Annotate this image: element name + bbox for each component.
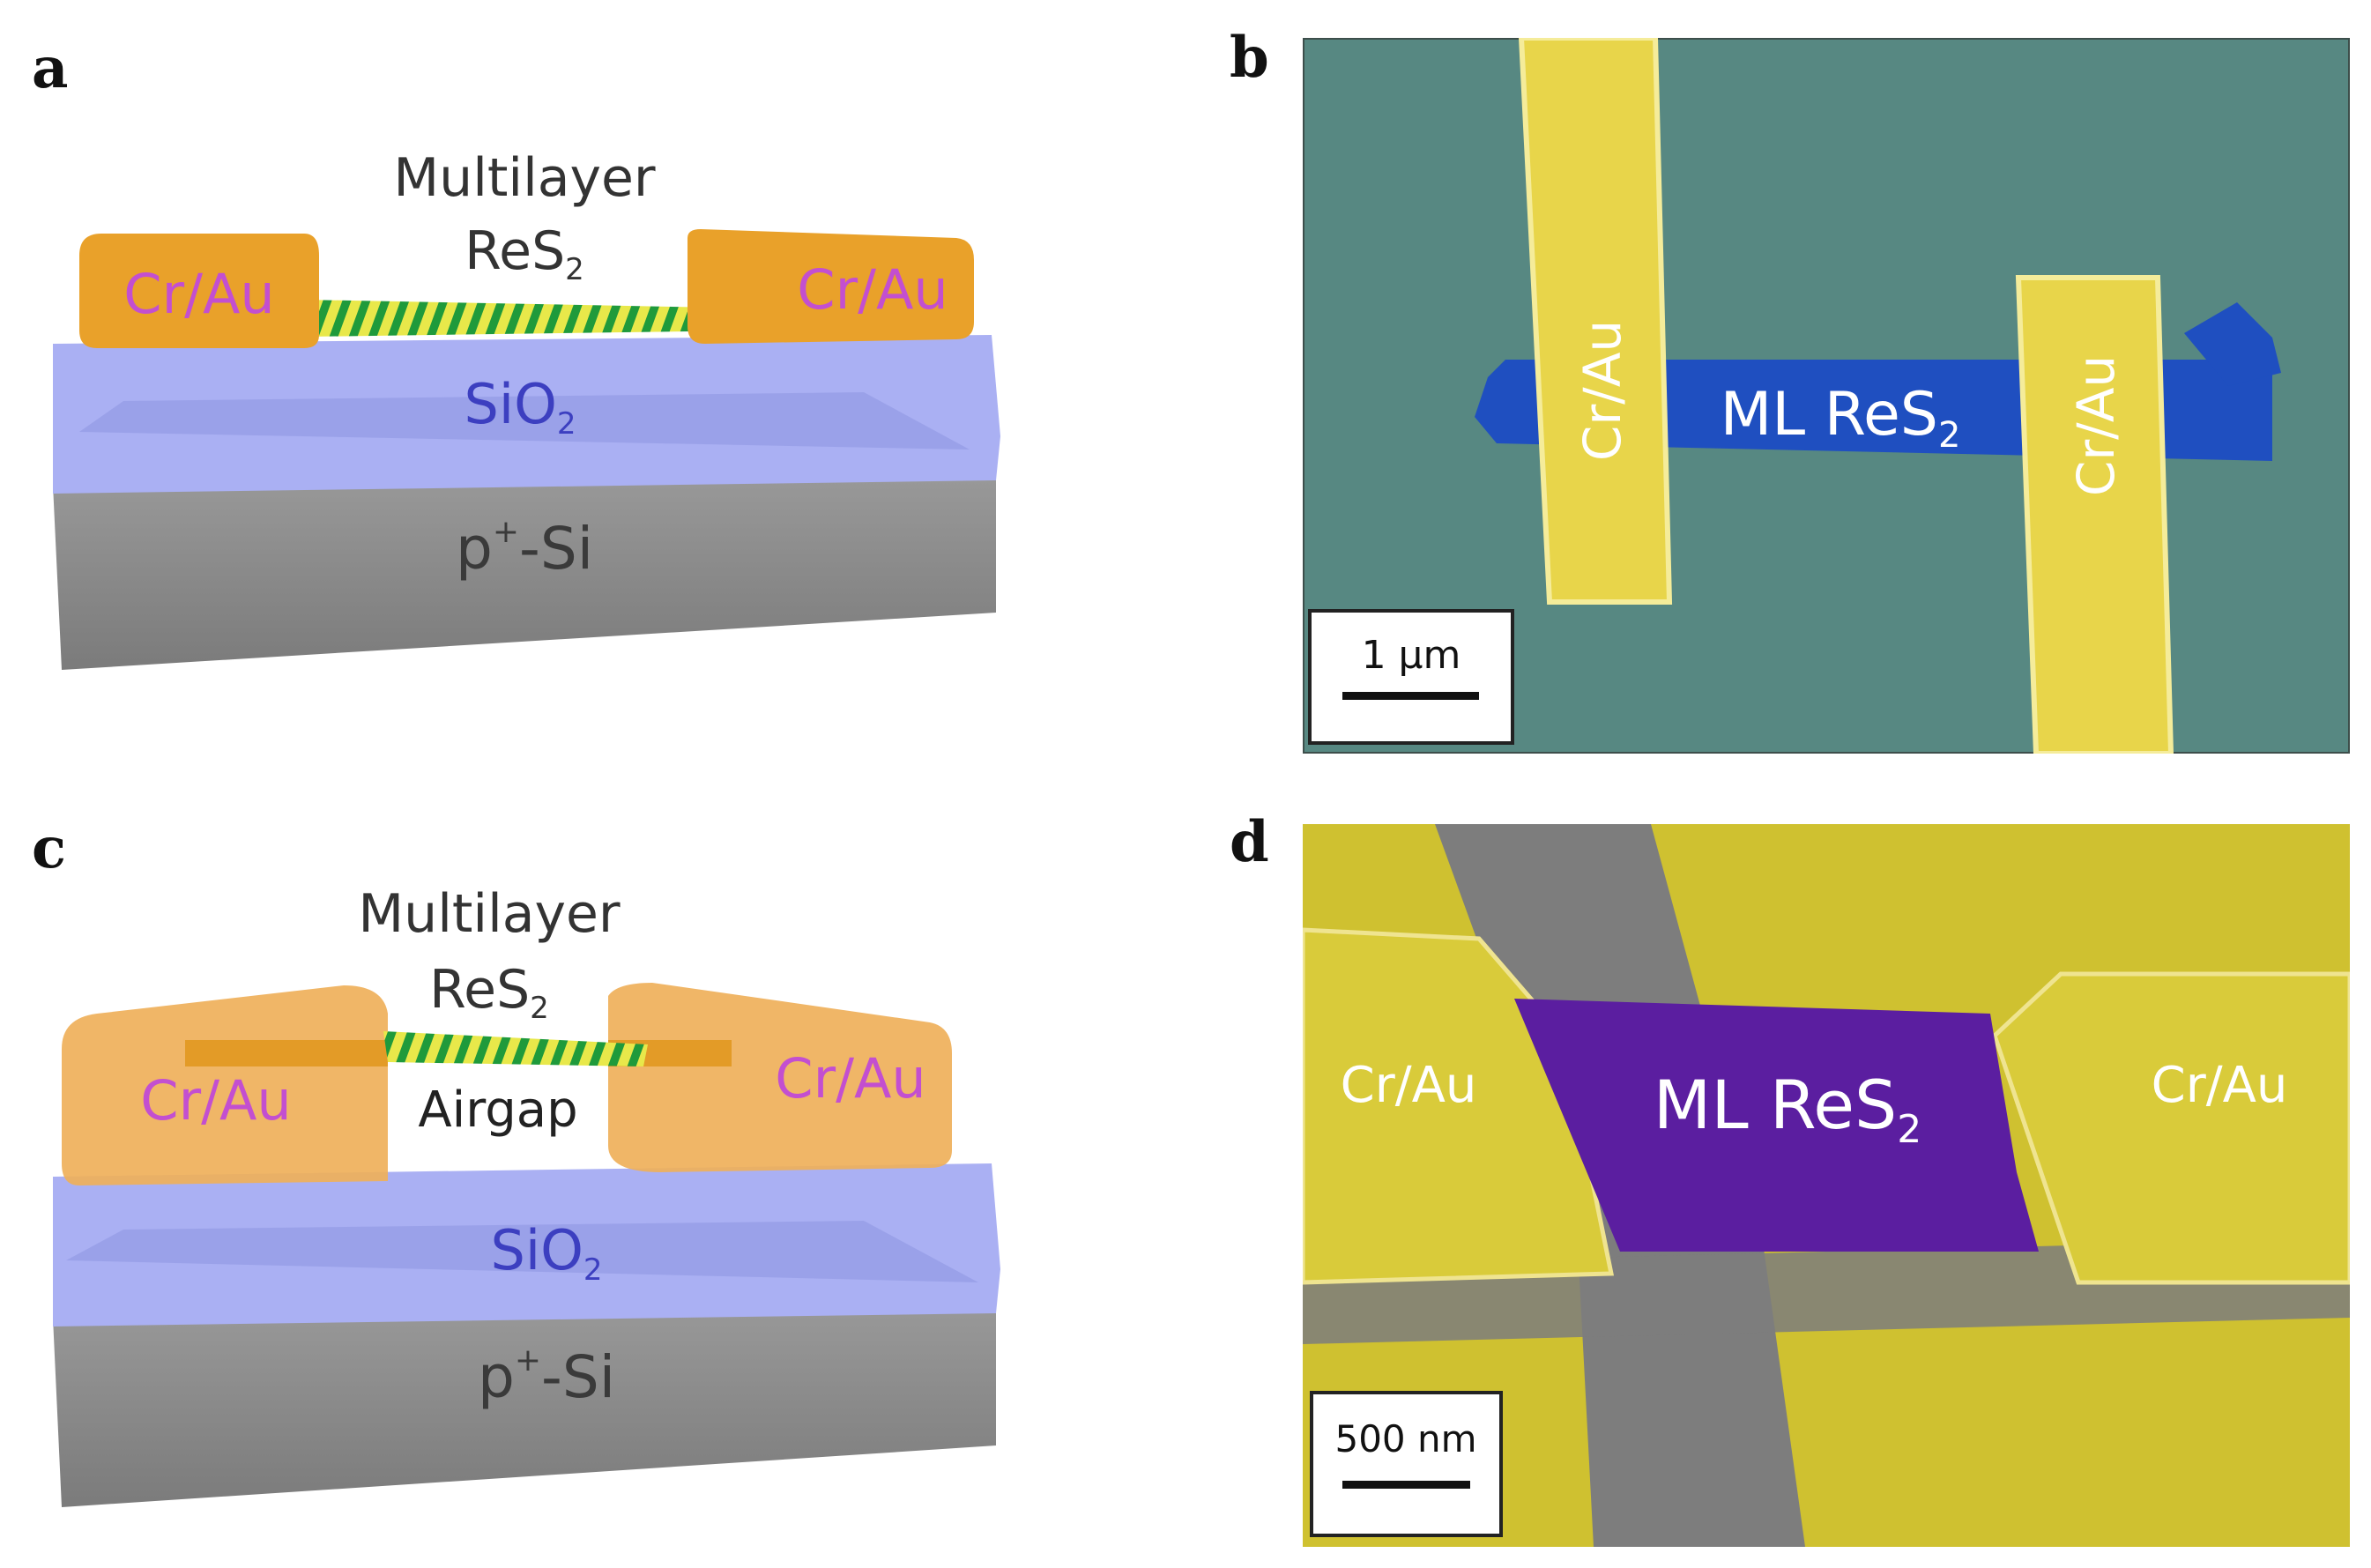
scale-bar-line bbox=[1342, 692, 1479, 700]
panel-a-device-schematic: Cr/Au Cr/Au Multilayer ReS2 SiO2 p+-Si bbox=[53, 147, 1000, 670]
left-electrode-label: Cr/Au bbox=[1341, 1057, 1477, 1114]
airgap-label: Airgap bbox=[418, 1081, 577, 1139]
title-line2: ReS2 bbox=[429, 959, 549, 1026]
flake-label: ML ReS2 bbox=[1721, 380, 1961, 456]
title-line1: Multilayer bbox=[393, 147, 656, 209]
panel-label-d: d bbox=[1230, 809, 1269, 875]
panel-b-sem-image: Cr/Au Cr/Au ML ReS2 1 μm bbox=[1303, 38, 2350, 754]
flake-label: ML ReS2 bbox=[1654, 1066, 1921, 1152]
oxide-label: SiO2 bbox=[464, 372, 576, 442]
res2-flake bbox=[383, 1031, 648, 1066]
right-contact-label: Cr/Au bbox=[775, 1046, 925, 1111]
scale-bar-box bbox=[1310, 1391, 1503, 1537]
panel-label-a: a bbox=[32, 35, 69, 101]
left-contact-pad bbox=[62, 985, 388, 1185]
oxide-label: SiO2 bbox=[490, 1218, 602, 1288]
substrate-label: p+-Si bbox=[456, 514, 593, 583]
panel-label-c: c bbox=[32, 815, 66, 881]
scale-bar-box bbox=[1308, 609, 1514, 745]
left-electrode-label: Cr/Au bbox=[1572, 320, 1632, 461]
scale-bar-line bbox=[1342, 1481, 1470, 1489]
substrate-block bbox=[53, 467, 996, 670]
panel-c-device-schematic: Cr/Au Cr/Au Airgap Multilayer ReS2 SiO2 … bbox=[53, 883, 1000, 1507]
substrate-block bbox=[53, 1296, 996, 1507]
right-contact-pad bbox=[608, 983, 952, 1172]
right-electrode bbox=[1992, 971, 2350, 1285]
substrate-label: p+-Si bbox=[478, 1342, 615, 1411]
panel-label-b: b bbox=[1230, 25, 1269, 91]
right-electrode bbox=[2015, 275, 2174, 754]
right-contact-label: Cr/Au bbox=[797, 257, 948, 322]
right-contact-pad bbox=[688, 229, 974, 344]
left-contact-label: Cr/Au bbox=[140, 1068, 291, 1133]
right-electrode-label: Cr/Au bbox=[2066, 355, 2126, 496]
scale-bar-label: 1 μm bbox=[1362, 633, 1461, 678]
res2-flake bbox=[1514, 999, 2039, 1252]
left-electrode bbox=[1518, 38, 1673, 605]
left-contact-label: Cr/Au bbox=[123, 262, 274, 326]
panel-d-sem-image: Cr/Au Cr/Au ML ReS2 500 nm bbox=[1303, 824, 2350, 1547]
title-line1: Multilayer bbox=[358, 883, 621, 945]
res2-flake bbox=[304, 300, 767, 337]
right-electrode-label: Cr/Au bbox=[2152, 1057, 2288, 1114]
scale-bar-label: 500 nm bbox=[1334, 1417, 1476, 1460]
left-contact-pad bbox=[79, 234, 319, 348]
title-line2: ReS2 bbox=[465, 220, 584, 287]
